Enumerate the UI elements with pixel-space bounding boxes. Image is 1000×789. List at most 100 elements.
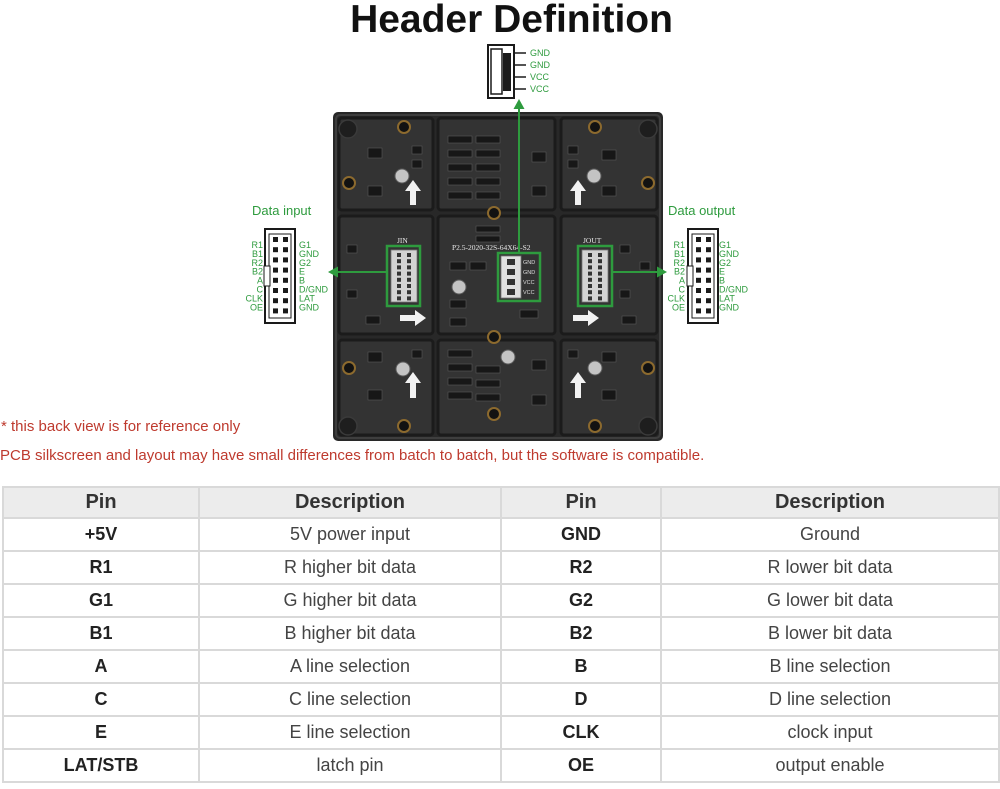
- pin-cell: C: [2, 682, 200, 717]
- output-pin-label: LAT: [719, 293, 735, 303]
- board-connector-pin: [397, 277, 401, 282]
- board-connector-pin: [598, 296, 602, 301]
- input-pin-label: B2: [252, 267, 263, 277]
- output-pin-label: GND: [719, 249, 740, 259]
- ic-chips: [346, 135, 651, 406]
- ic-chip: [475, 177, 501, 186]
- board-connector-pin: [397, 284, 401, 288]
- ic-chip: [447, 349, 473, 358]
- header-pin: [273, 308, 278, 314]
- table-row: B1 B higher bit data B2 B lower bit data: [2, 616, 1000, 651]
- board-connector-pin: [588, 296, 592, 301]
- ic-chip: [567, 145, 579, 155]
- description-cell: G lower bit data: [660, 583, 1000, 618]
- board-connector-pin: [407, 284, 411, 288]
- ic-chip: [411, 159, 423, 169]
- ic-chip: [531, 185, 547, 197]
- output-pin-label: G1: [719, 240, 731, 250]
- table-row: E E line selection CLK clock input: [2, 715, 1000, 750]
- description-cell: clock input: [660, 715, 1000, 750]
- capacitor: [395, 361, 411, 377]
- board-input-connector: [390, 249, 418, 303]
- ic-chip: [475, 149, 501, 158]
- input-pin-label: CLK: [245, 293, 263, 303]
- header-pin: [283, 267, 288, 273]
- ic-chip: [449, 299, 467, 309]
- mounting-hole: [588, 419, 602, 433]
- input-pin-label: LAT: [299, 293, 315, 303]
- mounting-hole: [641, 361, 655, 375]
- ic-chip: [411, 349, 423, 359]
- power-pin-label: GND: [530, 48, 551, 58]
- board-power-silkscreen: GND: [523, 260, 535, 266]
- header-pin: [706, 267, 711, 273]
- pin-cell: B: [500, 649, 662, 684]
- board-connector-pin: [407, 265, 411, 270]
- board-connector-pin: [397, 259, 401, 264]
- board-connector-pin: [407, 296, 411, 301]
- mounting-hole: [342, 361, 356, 375]
- pin-cell: R1: [2, 550, 200, 585]
- output-pin-label: R1: [673, 240, 685, 250]
- board-connector-pin: [407, 259, 411, 264]
- arrow-left-icon: [328, 266, 338, 278]
- ic-chip: [475, 379, 501, 388]
- header-pin: [706, 247, 711, 253]
- board-connector-pin: [588, 271, 592, 276]
- input-pin-label: GND: [299, 249, 320, 259]
- input-pin-label: E: [299, 267, 305, 277]
- ic-chip: [601, 351, 617, 363]
- corner-bosses: [338, 119, 658, 436]
- pin-cell: OE: [500, 748, 662, 783]
- board-power-silkscreen: GND: [523, 270, 535, 276]
- board-power-silkscreen: VCC: [523, 290, 535, 296]
- description-cell: G higher bit data: [198, 583, 502, 618]
- ic-chip: [475, 393, 501, 402]
- table-row: G1 G higher bit data G2 G lower bit data: [2, 583, 1000, 618]
- ic-chip: [639, 261, 651, 271]
- output-pin-label: B2: [674, 267, 685, 277]
- board-connector-pin: [588, 284, 592, 288]
- table-row: C C line selection D D line selection: [2, 682, 1000, 717]
- board-connector-pin: [598, 265, 602, 270]
- corner-boss: [638, 416, 658, 436]
- header-pin: [283, 237, 288, 242]
- arrow-up-icon: [513, 99, 525, 109]
- mounting-hole: [641, 176, 655, 190]
- header-pin: [273, 257, 278, 263]
- mounting-hole: [588, 120, 602, 134]
- input-pin-label: D/GND: [299, 285, 329, 295]
- up-arrow-icon: [570, 372, 586, 398]
- reference-note: * this back view is for reference only: [1, 418, 241, 435]
- board-connector-pin: [397, 296, 401, 301]
- page-title: Header Definition: [350, 0, 673, 41]
- right-arrow-icon: [573, 310, 599, 326]
- batch-difference-note: PCB silkscreen and layout may have small…: [0, 447, 705, 464]
- data-input-header-connector: [263, 228, 296, 324]
- description-cell: R higher bit data: [198, 550, 502, 585]
- up-arrow-icon: [405, 372, 421, 398]
- board-connector-pin: [397, 253, 401, 257]
- ic-chip: [601, 185, 617, 197]
- pin-cell: GND: [500, 517, 662, 552]
- board-connector-pin: [588, 259, 592, 264]
- pin-cell: E: [2, 715, 200, 750]
- ic-chip: [469, 261, 487, 271]
- header-pin: [696, 308, 701, 314]
- power-pin-label: VCC: [530, 72, 550, 82]
- header-pin: [696, 277, 701, 283]
- ic-chip: [621, 315, 637, 325]
- ic-chip: [619, 244, 631, 254]
- header-pin: [706, 237, 711, 242]
- header-pin: [696, 257, 701, 263]
- data-output-header-connector: [686, 228, 719, 324]
- board-connector-pin: [598, 259, 602, 264]
- description-cell: R lower bit data: [660, 550, 1000, 585]
- ic-chip: [367, 185, 383, 197]
- up-arrow-icon: [405, 180, 421, 205]
- output-pin-label: E: [719, 267, 725, 277]
- input-pin-label: R2: [251, 258, 263, 268]
- power-header-connector: [487, 44, 526, 99]
- header-pin: [273, 277, 278, 283]
- led-panel-back-view: P2.5-2020-32S-64X64-S2 JIN JOUT GND GND …: [333, 112, 663, 441]
